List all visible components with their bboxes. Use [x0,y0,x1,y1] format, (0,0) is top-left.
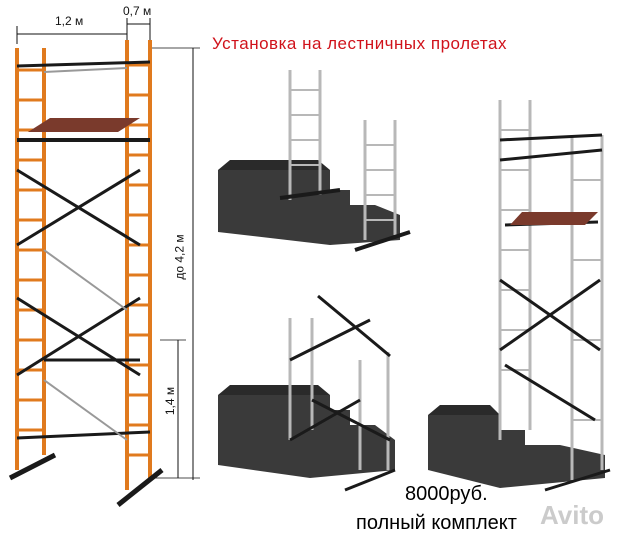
main-scaffold [8,18,200,507]
kit-label: полный комплект [356,512,517,534]
platform-deck [28,118,140,132]
depth-dimension-label: 0,7 м [123,4,152,18]
total-height-label: до 4,2 м [172,234,187,280]
width-dimension-label: 1,2 м [55,14,84,28]
avito-watermark: Avito [540,500,605,530]
lower-height-label: 1,4 м [163,386,178,416]
stair-ladder-example-2 [218,294,396,492]
page-title: Установка на лестничных пролетах [212,34,507,53]
stair-tower-example [428,100,611,492]
stair-ladder-example-1 [218,70,411,252]
price-label: 8000руб. [405,483,488,505]
